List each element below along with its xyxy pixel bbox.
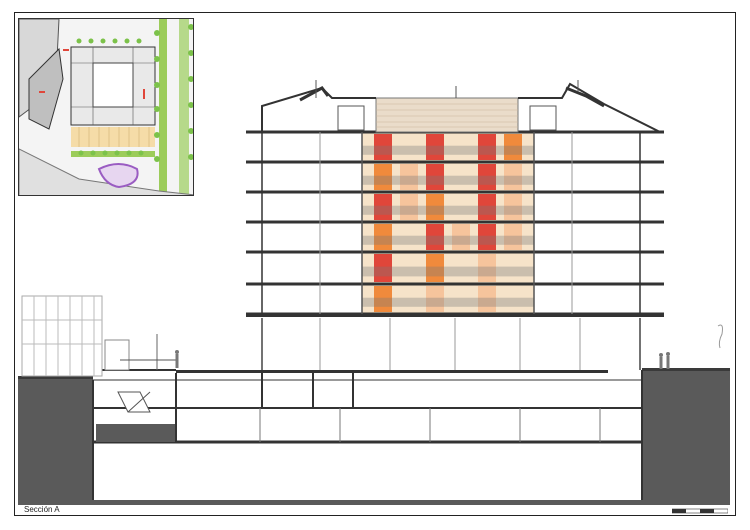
apartment-unit xyxy=(400,134,418,160)
apartment-unit xyxy=(452,164,470,190)
apartment-unit xyxy=(426,286,444,312)
floor-slab xyxy=(246,220,664,224)
apartment-unit xyxy=(452,134,470,160)
balcony-railing xyxy=(362,175,534,185)
apartment-unit xyxy=(400,224,418,250)
neighbor-building xyxy=(21,295,176,377)
apartment-unit xyxy=(478,254,496,282)
apartment-unit xyxy=(478,286,496,312)
apartment-unit xyxy=(504,134,522,160)
roof xyxy=(261,80,661,133)
apartment-unit xyxy=(400,254,418,282)
floor-slab xyxy=(246,282,664,286)
balcony-railing xyxy=(362,205,534,215)
tower-floors xyxy=(246,130,664,316)
site-plan xyxy=(19,19,193,195)
apartment-unit xyxy=(504,286,522,312)
apartment-unit xyxy=(400,286,418,312)
apartment-unit xyxy=(478,164,496,190)
apartment-unit xyxy=(374,134,392,160)
apartment-unit xyxy=(452,194,470,220)
apartment-unit xyxy=(426,224,444,250)
apartment-unit xyxy=(478,134,496,160)
balcony-railing xyxy=(362,266,534,277)
apartment-unit xyxy=(374,164,392,190)
tree-symbol xyxy=(717,324,723,349)
apartment-unit xyxy=(426,254,444,282)
floor-slab xyxy=(246,250,664,254)
site-plan-inset xyxy=(18,18,194,196)
floor-slab xyxy=(246,160,664,164)
apartment-unit xyxy=(374,194,392,220)
balcony-railing xyxy=(362,145,534,155)
apartment-unit xyxy=(400,194,418,220)
apartment-unit xyxy=(478,194,496,220)
ground-mass xyxy=(18,368,730,505)
apartment-unit xyxy=(478,224,496,250)
apartment-unit xyxy=(452,286,470,312)
apartment-unit xyxy=(374,224,392,250)
section-caption: Sección A xyxy=(24,505,60,514)
apartment-unit xyxy=(504,254,522,282)
basement xyxy=(92,370,643,500)
scale-bar xyxy=(672,508,728,514)
balcony-railing xyxy=(362,235,534,245)
sheet-border xyxy=(14,12,736,516)
floor-slab xyxy=(246,190,664,194)
apartment-unit xyxy=(452,254,470,282)
apartment-unit xyxy=(374,286,392,312)
person-figure xyxy=(175,350,670,369)
floor-slab xyxy=(246,312,664,316)
apartment-unit xyxy=(426,134,444,160)
balcony-railing xyxy=(362,297,534,307)
apartment-unit xyxy=(452,224,470,250)
apartment-unit xyxy=(504,194,522,220)
apartment-unit xyxy=(374,254,392,282)
apartment-unit xyxy=(400,164,418,190)
apartment-unit xyxy=(504,164,522,190)
apartment-unit xyxy=(504,224,522,250)
apartment-unit xyxy=(426,194,444,220)
apartment-unit xyxy=(426,164,444,190)
